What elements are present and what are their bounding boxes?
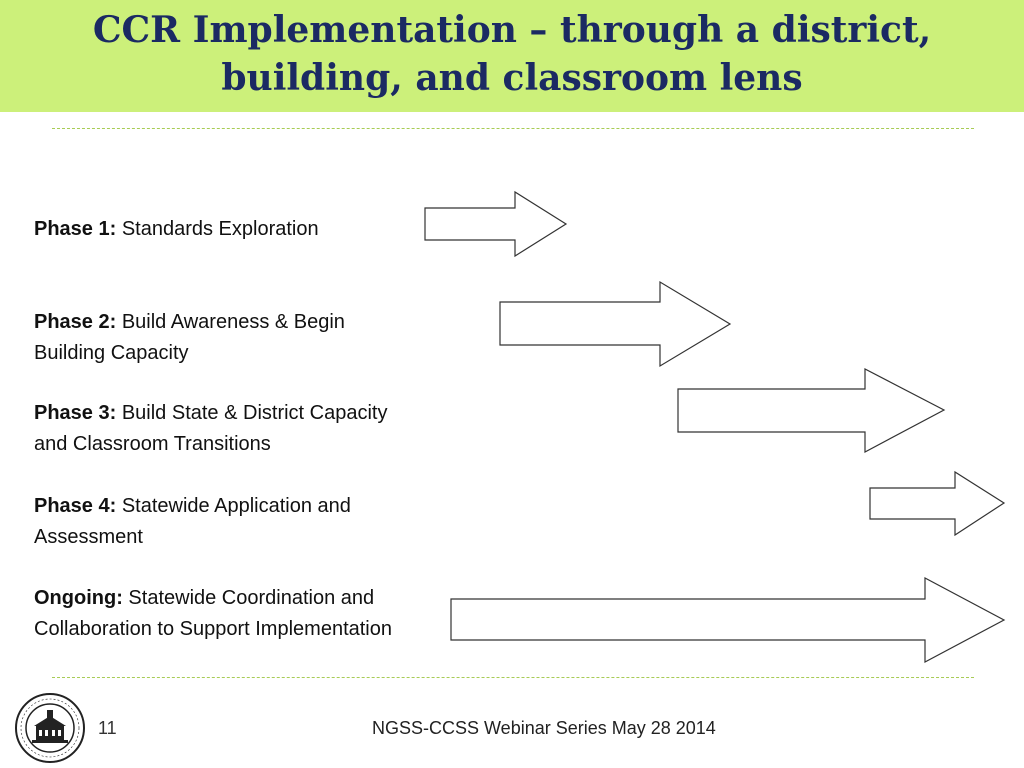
phase-2-arrow — [499, 280, 732, 368]
phase-1-arrow — [424, 190, 568, 258]
ospi-seal-logo — [15, 693, 85, 763]
phase-3-text: Build State & District Capacity and Clas… — [34, 402, 388, 455]
title-band — [0, 0, 1024, 112]
phase-4-arrow — [869, 470, 1006, 537]
ongoing-text: Statewide Coordination and Collaboration… — [34, 587, 392, 640]
ongoing-label: Ongoing: — [34, 587, 123, 609]
phase-1-text: Standards Exploration — [121, 218, 319, 240]
phase-4-text: Statewide Application and Assessment — [34, 495, 351, 548]
ongoing-arrow — [450, 577, 1006, 663]
phase-4-label: Phase 4: — [34, 495, 117, 517]
footer-text: NGSS-CCSS Webinar Series May 28 2014 — [372, 718, 716, 738]
phase-2-label: Phase 2: — [34, 311, 117, 333]
phase-2-text: Build Awareness & Begin Building Capacit… — [34, 311, 345, 364]
phase-2-item: Phase 2: Build Awareness & Begin Buildin… — [34, 307, 414, 369]
phase-3-label: Phase 3: — [34, 402, 117, 424]
phase-4-item: Phase 4: Statewide Application and Asses… — [34, 491, 414, 553]
top-divider — [52, 128, 974, 129]
ongoing-item: Ongoing: Statewide Coordination and Coll… — [34, 583, 414, 645]
phase-1-label: Phase 1: — [34, 218, 117, 240]
phase-3-item: Phase 3: Build State & District Capacity… — [34, 398, 414, 460]
phase-1-item: Phase 1: Standards Exploration — [34, 214, 414, 245]
slide-number: 11 — [98, 718, 117, 738]
phase-3-arrow — [677, 368, 946, 453]
bottom-divider — [52, 677, 974, 678]
slide-title: CCR Implementation – through a district,… — [92, 9, 932, 99]
